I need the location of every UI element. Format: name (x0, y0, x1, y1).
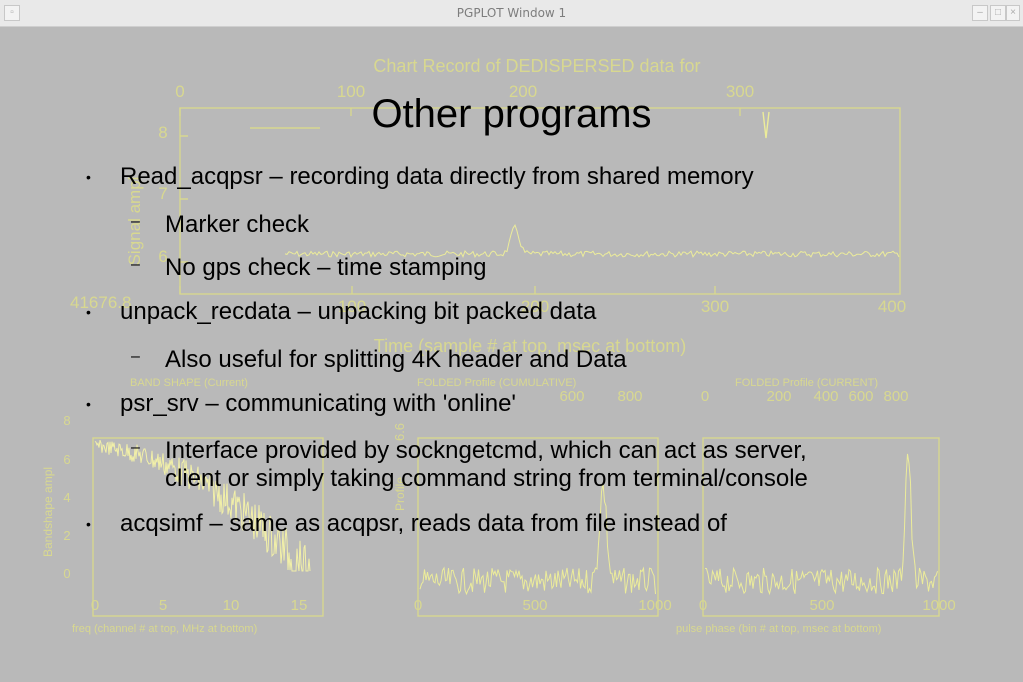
band-shape-title: BAND SHAPE (Current) (130, 377, 248, 389)
folded-cumulative-top-tick: 800 (617, 388, 642, 405)
folded-cumulative-x-tick: 1000 (638, 597, 671, 614)
window-title: PGPLOT Window 1 (456, 6, 567, 20)
top-chart-y-tick: 6 (158, 247, 167, 266)
band-shape-y-tick: 2 (63, 528, 70, 543)
folded-cumulative-top-tick: 600 (559, 388, 584, 405)
folded-cumulative-title: FOLDED Profile (CUMULATIVE) (417, 377, 576, 389)
folded-current-trace (704, 453, 938, 596)
top-chart-ticks (179, 108, 741, 294)
bullet-text: psr_srv – communicating with 'online' (120, 390, 516, 417)
folded-cumulative-ylabel: Profile (393, 477, 407, 511)
bullet-glyph: • (86, 169, 91, 185)
top-chart-trace (284, 223, 900, 259)
bullet-text: Read_acqpsr – recording data directly fr… (120, 163, 754, 190)
band-shape-frame (92, 437, 324, 617)
bullet-text: unpack_recdata – unpacking bit packed da… (120, 298, 597, 325)
folded-current-top-tick: 200 (766, 388, 791, 405)
bullet-text: acqsimf – same as acqpsr, reads data fro… (120, 510, 727, 537)
folded-current-frame (702, 437, 940, 617)
sub-text: Marker check (165, 211, 310, 238)
top-chart-title: Chart Record of DEDISPERSED data for (373, 56, 700, 76)
top-chart-top-tick: 100 (337, 82, 365, 101)
sub-item: – Also useful for splitting 4K header and… (131, 346, 627, 374)
bullet-item: • acqsimf – same as acqpsr, reads data fr… (86, 510, 727, 538)
band-shape-x-tick: 10 (223, 597, 240, 614)
band-shape-y-tick: 8 (63, 413, 70, 428)
sub-item: – Interface provided by sockngetcmd, whic… (131, 437, 807, 465)
bullet-glyph: • (86, 516, 91, 532)
sub-text: Interface provided by sockngetcmd, which… (165, 437, 807, 464)
dash-glyph: – (131, 439, 140, 456)
sub-text: Also useful for splitting 4K header and … (165, 346, 627, 373)
close-icon[interactable]: × (1006, 5, 1020, 21)
top-chart-bottom-tick: 400 (878, 297, 906, 316)
folded-current-top-tick: 800 (883, 388, 908, 405)
bullet-glyph: • (86, 396, 91, 412)
band-shape-y-tick: 4 (63, 490, 70, 505)
top-chart-y-tick: 7 (158, 184, 167, 203)
folded-current-x-tick: 500 (809, 597, 834, 614)
top-chart-bottom-tick: 300 (701, 297, 729, 316)
dash-glyph: – (131, 213, 140, 230)
folded-cumulative-frame (417, 437, 659, 617)
top-chart-bottom-tick: 41676.8 (70, 293, 131, 312)
folded-cumulative-y-tick: 6.6 (392, 423, 407, 441)
top-chart-y-tick: 8 (158, 123, 167, 142)
sub-item-continuation: client or simply taking command string f… (165, 465, 808, 493)
folded-current-xlabel: pulse phase (bin # at top, msec at botto… (676, 623, 881, 635)
slide-title: Other programs (371, 92, 652, 136)
top-chart-top-tick: 0 (175, 82, 184, 101)
folded-current-top-tick: 600 (848, 388, 873, 405)
folded-current-top-tick: 400 (813, 388, 838, 405)
bullet-item: • Read_acqpsr – recording data directly f… (86, 163, 754, 191)
minimize-icon[interactable]: – (972, 5, 988, 21)
band-shape-xlabel: freq (channel # at top, MHz at bottom) (72, 623, 257, 635)
folded-cumulative-trace (419, 482, 656, 596)
sub-item: – No gps check – time stamping (131, 254, 487, 282)
band-shape-x-tick: 15 (291, 597, 308, 614)
top-chart-xlabel: Time (sample # at top, msec at bottom) (374, 336, 686, 356)
folded-current-title: FOLDED Profile (CURRENT) (735, 377, 878, 389)
band-shape-trace (94, 439, 311, 572)
top-chart-top-tick: 300 (726, 82, 754, 101)
bullet-item: • psr_srv – communicating with 'online' (86, 390, 516, 418)
top-chart-frame (179, 107, 901, 295)
band-shape-x-tick: 5 (159, 597, 167, 614)
bullet-item: • unpack_recdata – unpacking bit packed d… (86, 298, 597, 326)
band-shape-x-tick: 0 (91, 597, 99, 614)
top-chart-ylabel: Signal ampl (125, 177, 144, 266)
window-titlebar[interactable]: ▫ PGPLOT Window 1 – □ × (0, 0, 1023, 27)
band-shape-y-tick: 0 (63, 566, 70, 581)
top-chart-spike (762, 111, 770, 139)
pgplot-background-graphics: Chart Record of DEDISPERSED data for 0 1… (41, 56, 956, 635)
dash-glyph: – (131, 348, 140, 365)
maximize-icon[interactable]: □ (990, 5, 1006, 21)
bullet-glyph: • (86, 304, 91, 320)
dash-glyph: – (131, 256, 140, 273)
sub-item: – Marker check (131, 211, 310, 239)
top-chart-bottom-tick: 200 (521, 297, 549, 316)
sub-text: client or simply taking command string f… (165, 465, 808, 492)
folded-cumulative-x-tick: 500 (522, 597, 547, 614)
folded-current-top-tick: 0 (701, 388, 709, 405)
band-shape-y-tick: 6 (63, 452, 70, 467)
sub-text: No gps check – time stamping (165, 254, 487, 281)
window-menu-icon[interactable]: ▫ (4, 5, 20, 21)
top-chart-bottom-tick: 100 (338, 297, 366, 316)
top-chart-top-tick: 200 (509, 82, 537, 101)
band-shape-ylabel: Bandshape ampl (41, 467, 55, 557)
